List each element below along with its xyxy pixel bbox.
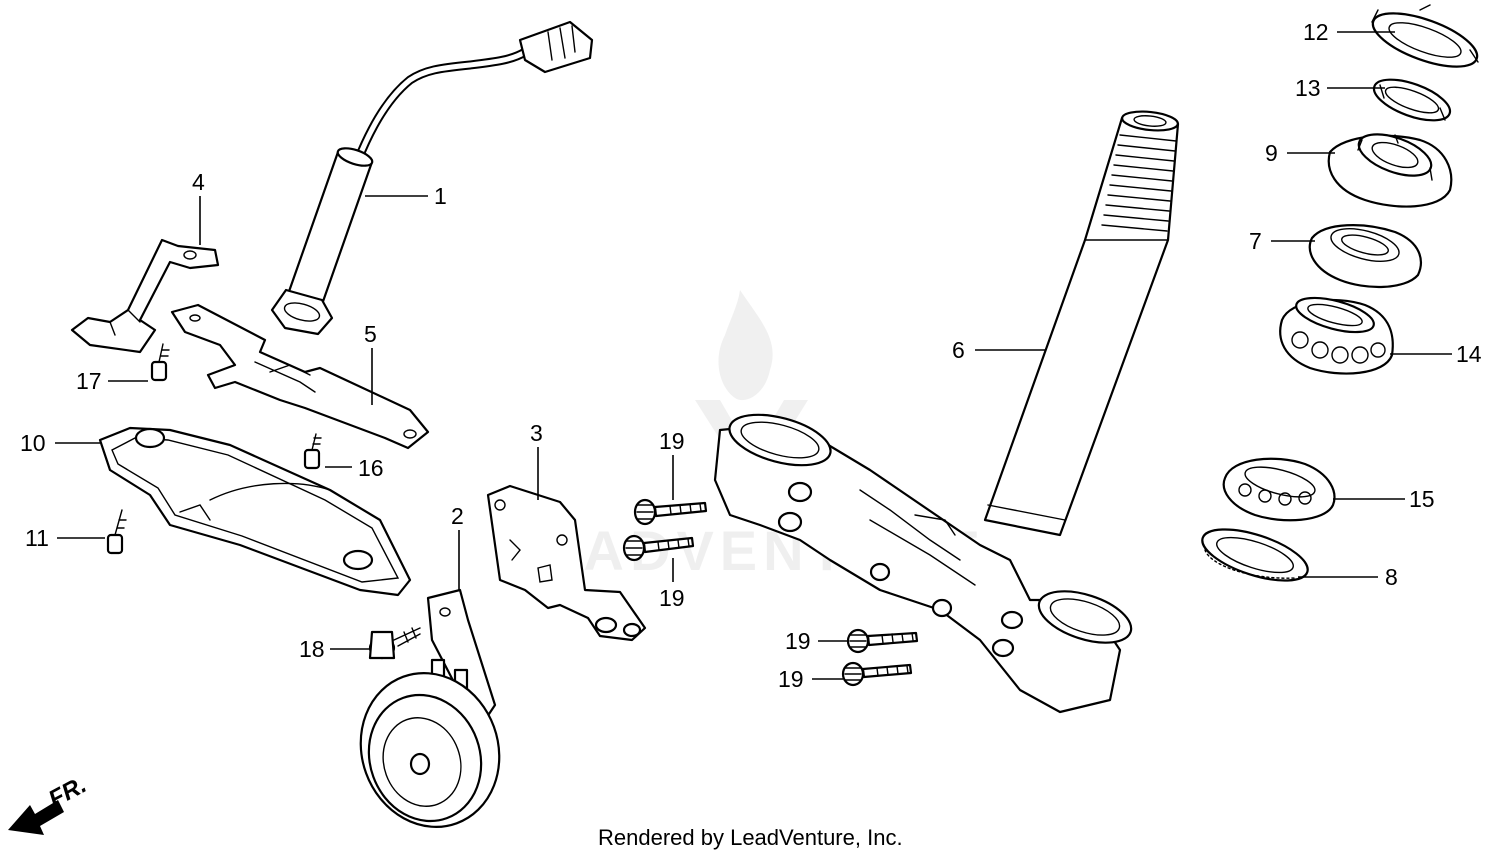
part-17-screw xyxy=(150,343,170,382)
part-13-lock-washer xyxy=(1372,78,1452,122)
part-19-bolt-a xyxy=(633,498,708,526)
callout-13: 13 xyxy=(1295,75,1321,101)
watermark-flame-icon xyxy=(718,290,773,401)
part-15-bearing xyxy=(1222,457,1336,522)
callout-19-bottom-b: 19 xyxy=(778,666,804,692)
footer-credit: Rendered by LeadVenture, Inc. xyxy=(598,825,903,850)
part-16-screw xyxy=(303,433,322,470)
callout-17: 17 xyxy=(76,368,102,394)
part-19-bolt-d xyxy=(841,661,913,687)
callout-14: 14 xyxy=(1456,341,1482,367)
part-4-bracket xyxy=(70,238,220,354)
part-19-bolt-c xyxy=(846,628,919,654)
part-11-screw xyxy=(106,509,127,555)
callout-15: 15 xyxy=(1409,486,1435,512)
callout-12: 12 xyxy=(1303,19,1329,45)
callout-11: 11 xyxy=(25,525,49,551)
part-19-bolt-b xyxy=(622,534,695,562)
callout-4: 4 xyxy=(192,169,205,195)
arrow-down-left-icon xyxy=(8,800,64,835)
part-6-steering-stem xyxy=(713,110,1180,714)
callout-3: 3 xyxy=(530,420,543,446)
callout-labels: 1 2 3 4 5 6 7 8 9 10 11 12 13 14 15 16 1… xyxy=(20,19,1482,692)
part-8-dust-seal xyxy=(1201,528,1309,582)
callout-10: 10 xyxy=(20,430,46,456)
part-5-plate xyxy=(170,303,430,450)
callout-1: 1 xyxy=(434,183,447,209)
callout-19-upper: 19 xyxy=(659,428,685,454)
callout-19-lower: 19 xyxy=(659,585,685,611)
callout-5: 5 xyxy=(364,321,377,347)
callout-18: 18 xyxy=(299,636,325,662)
callout-2: 2 xyxy=(451,503,464,529)
part-14-bearing xyxy=(1279,296,1394,375)
callout-7: 7 xyxy=(1249,228,1262,254)
part-7-dust-seal xyxy=(1308,224,1422,288)
part-12-lock-nut xyxy=(1371,4,1479,68)
part-18-bolt xyxy=(368,627,421,660)
callout-16: 16 xyxy=(358,455,384,481)
part-1-sensor xyxy=(270,20,594,336)
callout-8: 8 xyxy=(1385,564,1398,590)
part-9-adjusting-nut xyxy=(1327,133,1453,208)
leader-lines xyxy=(55,31,1452,680)
callout-6: 6 xyxy=(952,337,965,363)
part-10-gasket xyxy=(98,426,412,597)
callout-9: 9 xyxy=(1265,140,1278,166)
part-2-horn xyxy=(359,588,501,828)
front-direction-indicator: FR. xyxy=(8,771,91,835)
part-3-bracket xyxy=(486,484,647,642)
callout-19-bottom-a: 19 xyxy=(785,628,811,654)
